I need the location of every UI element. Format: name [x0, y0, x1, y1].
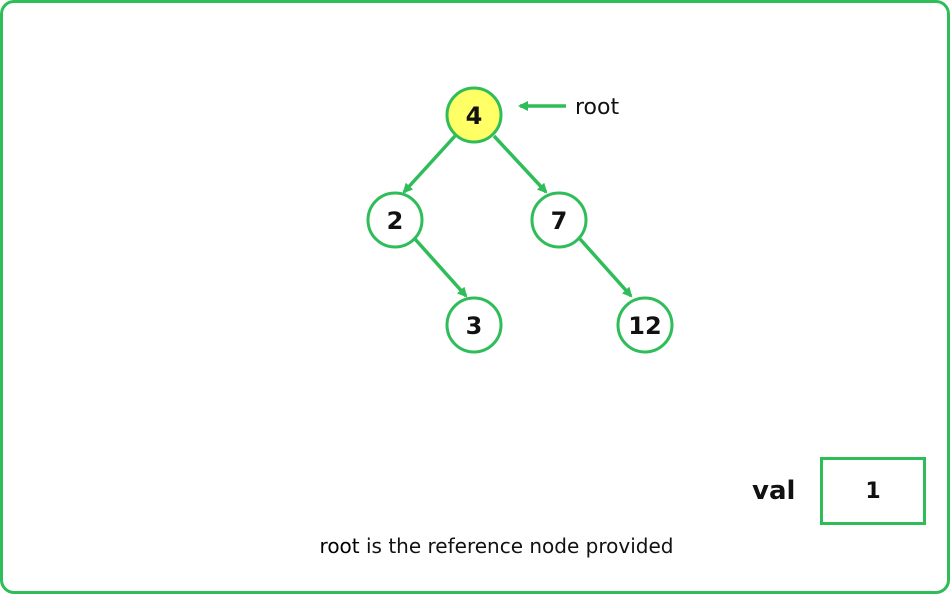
- tree-node-12: 12: [616, 296, 674, 354]
- node-value: 2: [387, 207, 404, 235]
- node-value: 7: [551, 207, 568, 235]
- val-label: val: [752, 476, 796, 506]
- node-value: 4: [466, 102, 483, 130]
- edge-4-to-7: [492, 134, 548, 194]
- tree-node-3: 3: [445, 296, 503, 354]
- val-value-box: 1: [820, 457, 926, 525]
- node-value: 3: [466, 312, 483, 340]
- tree-node-2: 2: [366, 191, 424, 249]
- tree-node-4: 4: [445, 86, 503, 144]
- caption: root is the reference node provided: [0, 534, 950, 558]
- caption-text: is the reference node provided: [359, 534, 674, 558]
- val-value: 1: [865, 478, 881, 504]
- tree-node-7: 7: [530, 191, 588, 249]
- node-value: 12: [628, 312, 661, 340]
- edge-4-to-2: [402, 134, 457, 194]
- edge-2-to-3: [413, 237, 468, 298]
- root-pointer-label: root: [575, 95, 619, 120]
- caption-term: root: [319, 534, 360, 558]
- edge-7-to-12: [578, 237, 633, 298]
